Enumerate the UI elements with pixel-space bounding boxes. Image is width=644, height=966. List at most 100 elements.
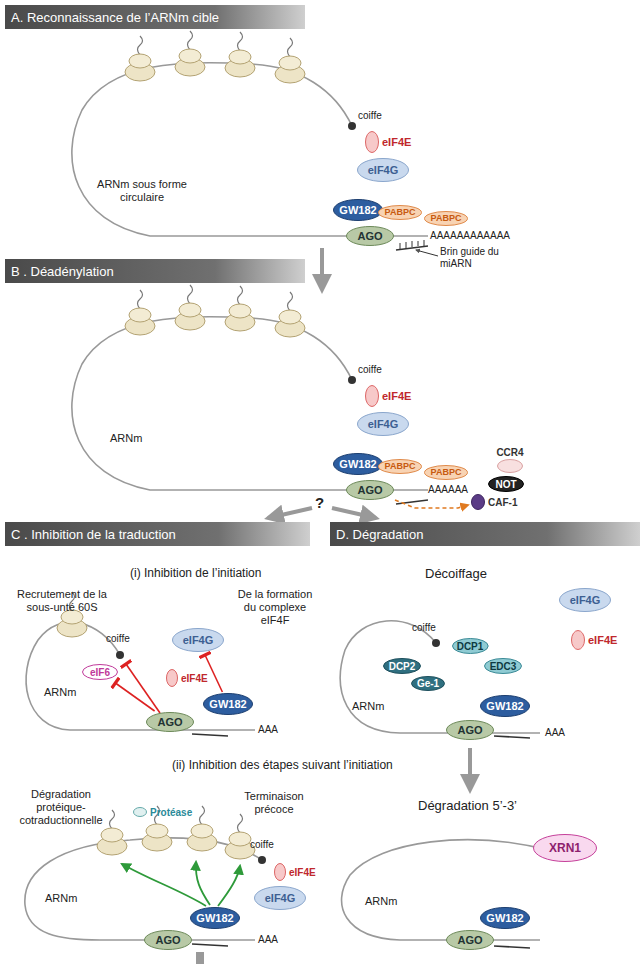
annotation: ARNm (44, 686, 76, 699)
section-title: B . Déadénylation (11, 264, 114, 279)
protein-shape: GW182 (190, 907, 240, 929)
protein-outline (133, 807, 147, 817)
protein-shape: eIF4E (365, 131, 379, 153)
protein-body (384, 659, 421, 674)
protein-shape: AGO (446, 720, 494, 740)
protein-name: eIF4G (183, 634, 214, 646)
protein-shape: eIF4E (274, 863, 286, 881)
protein-body (173, 629, 224, 652)
protein-body (560, 589, 611, 612)
protein-outline (571, 630, 585, 650)
protein-name: GW182 (209, 698, 246, 710)
protein-body (447, 931, 494, 950)
protein-shape: XRN1 (533, 834, 597, 862)
protein-shape: eIF4G (559, 588, 611, 612)
protein-shape: AGO (346, 480, 394, 500)
protein-body (191, 908, 240, 929)
protein-body (145, 931, 192, 950)
protein-body (472, 495, 485, 510)
protein-shape: Protéase (133, 807, 147, 817)
protein-body (379, 459, 422, 473)
annotation: Brin guide du miARN (440, 246, 520, 270)
protein-name: eIF4E (382, 390, 411, 402)
annotation: ARNm (110, 432, 142, 445)
protein-name: PABPC (431, 213, 462, 223)
annotation: AAAAAA (428, 484, 468, 496)
section-title: D. Dégradation (336, 527, 423, 542)
protein-body (347, 227, 394, 246)
protein-shape: GW182 (480, 695, 530, 717)
flow-arrows (200, 248, 470, 964)
protein-body (534, 835, 597, 862)
protein-body (147, 713, 194, 732)
protein-body (498, 460, 523, 473)
ribosomes (57, 31, 305, 859)
protein-name: CAF-1 (488, 497, 517, 508)
annotation: AAA (545, 727, 565, 739)
protein-body (167, 670, 178, 687)
section-title: C . Inhibition de la traduction (11, 527, 176, 542)
protein-name: eIF4E (588, 634, 617, 646)
protein-name: eIF4E (382, 136, 411, 148)
protein-outline (497, 459, 523, 473)
protein-name: eIF4E (181, 673, 208, 684)
annotation: ? (315, 494, 324, 512)
protein-outline (471, 494, 485, 510)
protein-body (334, 454, 383, 475)
connector (395, 500, 468, 508)
annotation: (ii) Inhibition des étapes suivant l’ini… (172, 758, 393, 772)
protein-outline (365, 131, 379, 153)
annotation: AAA (258, 724, 278, 736)
caps (116, 122, 440, 864)
protein-name: AGO (457, 934, 482, 946)
protein-shape: eIF4G (172, 628, 224, 652)
protein-body (425, 465, 468, 479)
protein-body (275, 864, 286, 881)
annotation: AAA (258, 934, 278, 946)
section-header: A. Reconnaissance de l’ARNm cible (5, 5, 305, 29)
protein-body (481, 696, 530, 717)
protein-body (379, 205, 422, 219)
protein-shape: eIF4E (571, 630, 585, 650)
protein-name: GW182 (486, 912, 523, 924)
protein-shape: EDC3 (484, 658, 522, 674)
protein-name: eIF4G (368, 418, 399, 430)
protein-name: DCP1 (457, 641, 484, 652)
annotation: Dégradation protéique-cotraductionnelle (6, 788, 116, 828)
annotation: Dégradation 5’-3’ (418, 798, 517, 814)
protein-body (489, 477, 524, 492)
connector (115, 683, 154, 711)
annotation: AAAAAAAAAAAA (430, 230, 510, 242)
protein-name: PABPC (431, 467, 462, 477)
protein-body (447, 721, 494, 740)
protein-name: AGO (357, 484, 382, 496)
annotation: coiffe (412, 622, 436, 634)
protein-shape: eIF4E (365, 385, 379, 407)
annotation: coiffe (106, 633, 130, 645)
annotation: ARNm (352, 700, 384, 713)
protein-name: AGO (155, 934, 180, 946)
protein-name: PABPC (385, 207, 416, 217)
protein-outline (365, 385, 379, 407)
protein-name: eIF4G (368, 164, 399, 176)
protein-shape: AGO (146, 712, 194, 732)
protein-shape: eIF4G (357, 158, 409, 182)
protein-name: PABPC (385, 461, 416, 471)
protein-body (452, 639, 488, 654)
protein-shape: Ge-1 (411, 676, 445, 691)
section-header: D. Dégradation (330, 522, 640, 546)
annotation: De la formation du complexe eIF4F (236, 588, 314, 628)
protein-shape: DCP1 (452, 638, 489, 654)
protein-body (366, 386, 379, 407)
annotation: ARNm sous forme circulaire (92, 178, 192, 204)
protein-name: GW182 (339, 458, 376, 470)
protein-body (83, 665, 118, 680)
protein-shape: GW182 (480, 907, 530, 929)
protein-body (358, 159, 409, 182)
protein-name: GW182 (196, 912, 233, 924)
protein-outline (166, 669, 178, 687)
protein-name: eIF4E (289, 867, 316, 878)
protein-body (485, 659, 522, 674)
protein-name: XRN1 (549, 841, 581, 855)
protein-shape: PABPC (378, 459, 422, 474)
